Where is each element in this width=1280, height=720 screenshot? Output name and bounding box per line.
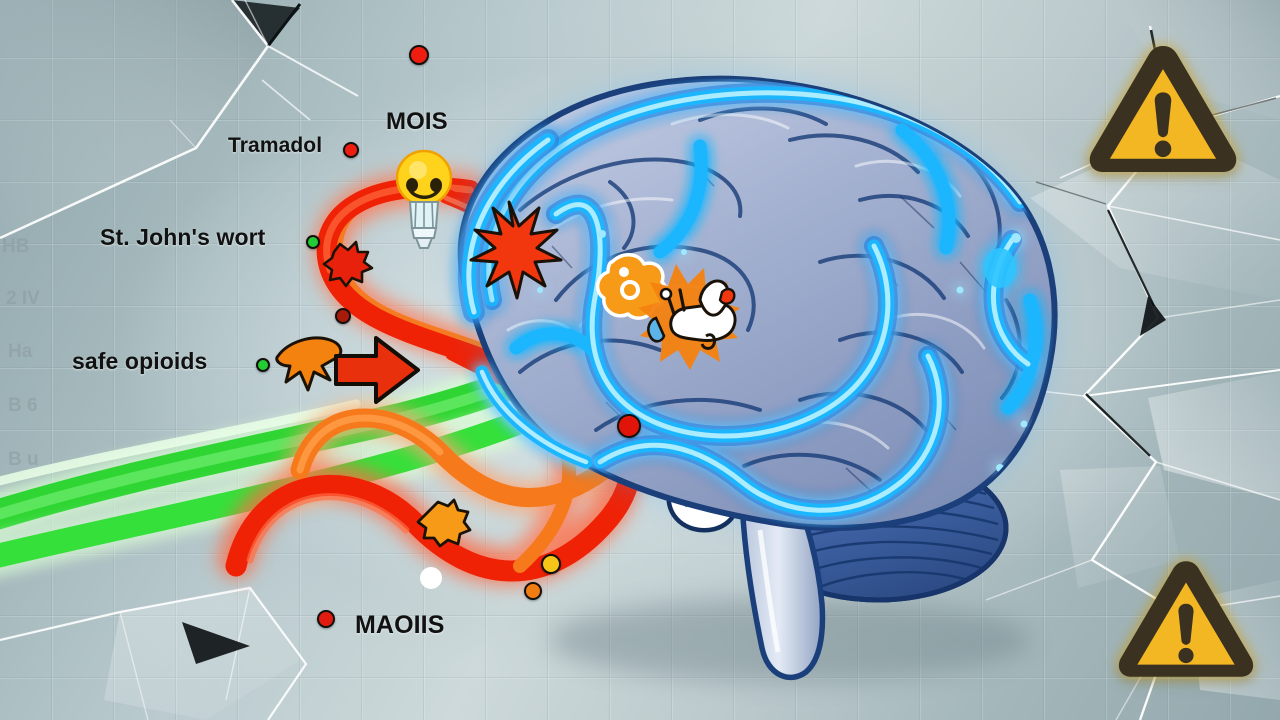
scatter-dot: [409, 45, 429, 65]
impact-star-icon: [638, 264, 740, 370]
drug-label-dot-safeopioids: [256, 358, 270, 372]
warning-triangle-top: !: [1080, 36, 1246, 182]
ghost-text: B 6: [8, 395, 38, 416]
drug-label-dot-tramadol: [343, 142, 359, 158]
red-burst-icon: [469, 200, 563, 300]
ghost-text: 2 IV: [6, 288, 40, 309]
scatter-dot: [524, 582, 542, 600]
drug-label-dot-maoiis: [317, 610, 335, 628]
ghost-text: B u: [8, 449, 39, 470]
scatter-dot: [617, 414, 641, 438]
lightbulb-icon: [395, 149, 453, 249]
orange-blob-icon: [595, 253, 668, 320]
drug-label-tramadol: Tramadol: [228, 134, 323, 157]
red-splat-small-icon: [322, 240, 374, 288]
scatter-dot: [541, 554, 561, 574]
warning-triangle-bottom: !: [1110, 552, 1262, 686]
ghost-text: HB: [2, 236, 29, 257]
scatter-dot: [335, 308, 351, 324]
drug-label-maoiis: MAOIIS: [355, 611, 445, 639]
orange-arrow-icon: [334, 336, 420, 404]
drug-label-safeopioids: safe opioids: [72, 348, 208, 374]
drug-label-stjohnswort: St. John's wort: [100, 224, 266, 250]
drug-label-mois: MOIS: [386, 108, 448, 135]
white-node-icon: [420, 567, 442, 589]
orange-blob-small-icon: [416, 498, 472, 548]
ghost-text: Ha: [8, 341, 33, 362]
drug-label-dot-stjohnswort: [306, 235, 320, 249]
